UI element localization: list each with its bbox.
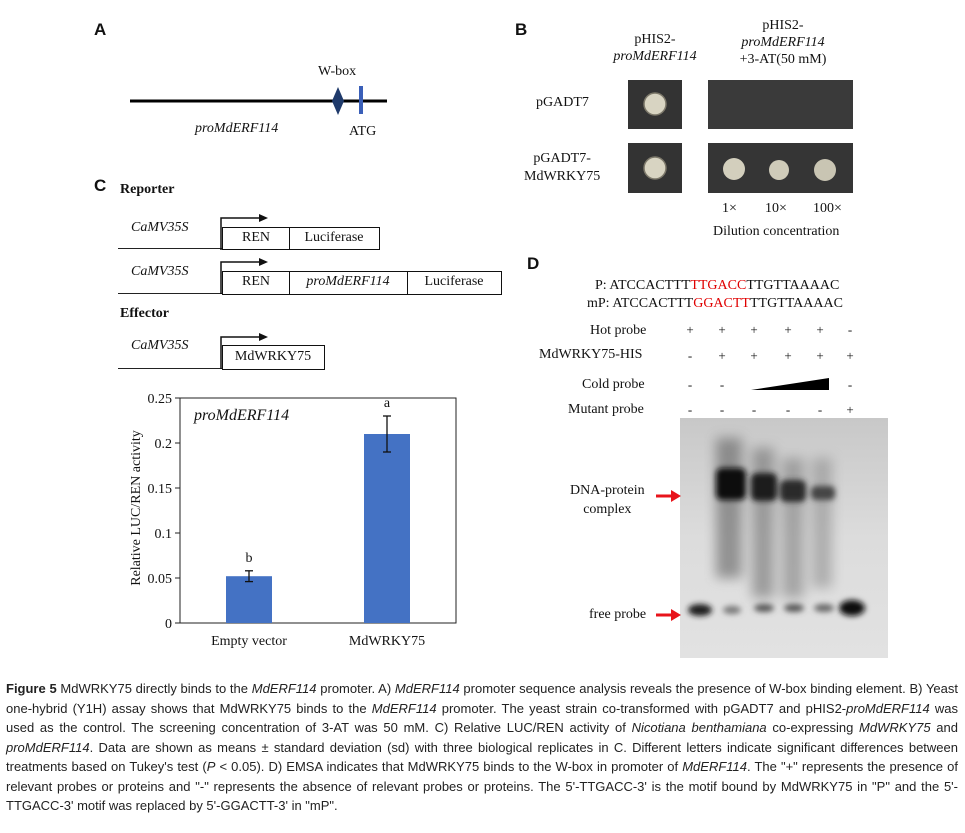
- wbox-label: W-box: [318, 64, 357, 79]
- dilution-100x: 100×: [813, 201, 842, 216]
- lane-mark: +: [750, 348, 758, 363]
- row-label-protein: MdWRKY75-HIS: [539, 347, 643, 362]
- camv35s-label: CaMV35S: [131, 264, 189, 279]
- category-label: Empty vector: [211, 634, 287, 649]
- promoter-arrow-icon: [220, 214, 268, 250]
- row-label-cold-probe: Cold probe: [582, 377, 645, 392]
- y-tick-label: 0.1: [155, 527, 173, 542]
- y1h-plate-control-row1: [628, 80, 682, 129]
- promoter-schematic: [130, 86, 387, 115]
- cold-probe-gradient-wedge: [751, 378, 829, 390]
- lane-mark: +: [816, 348, 824, 363]
- panel-c-label: C: [94, 176, 107, 195]
- lane-mark: -: [751, 402, 757, 417]
- camv35s-label: CaMV35S: [131, 220, 189, 235]
- complex-arrow-icon: [656, 490, 681, 502]
- y-tick-label: 0.15: [148, 482, 173, 497]
- y1h-col1-header: pHIS2- proMdERF114: [613, 32, 697, 64]
- free-probe-label: free probe: [589, 607, 647, 622]
- free-probe-arrow-icon: [656, 609, 681, 621]
- lane-mark: +: [686, 322, 694, 337]
- y1h-plate-control-row2: [628, 143, 682, 193]
- luciferase-box: Luciferase: [304, 230, 364, 245]
- row-label-mutant-probe: Mutant probe: [568, 402, 644, 417]
- bar: [226, 576, 272, 623]
- complex-label: DNA-protein complex: [570, 483, 645, 517]
- ren-box: REN: [242, 274, 270, 289]
- lane-mark: -: [687, 402, 693, 417]
- effector-construct: MdWRKY75: [222, 345, 325, 370]
- y1h-plate-3at-row1: [708, 80, 853, 129]
- camv35s-label: CaMV35S: [131, 338, 189, 353]
- dilution-10x: 10×: [765, 201, 787, 216]
- y1h-row1-label: pGADT7: [536, 95, 589, 110]
- y1h-col2-header: pHIS2- proMdERF114 +3-AT(50 mM): [739, 18, 827, 67]
- lane-mark: -: [687, 348, 693, 363]
- lane-mark: -: [687, 377, 693, 392]
- mp-motif: GGACTT: [693, 296, 750, 311]
- atg-label: ATG: [349, 124, 377, 139]
- promoter-label: proMdERF114: [195, 121, 279, 136]
- panel-b-label: B: [515, 20, 528, 39]
- reporter1-construct: REN Luciferase: [222, 227, 380, 250]
- significance-letter: a: [384, 396, 391, 411]
- lane-mark: +: [784, 348, 792, 363]
- dilution-1x: 1×: [722, 201, 737, 216]
- figure-caption: Figure 5 MdWRKY75 directly binds to the …: [6, 681, 958, 813]
- y1h-plate-3at-row2: [708, 143, 853, 193]
- panel-a-label: A: [94, 20, 107, 39]
- y-tick-label: 0.25: [148, 392, 173, 407]
- lane-mark: -: [817, 402, 823, 417]
- lane-mark: +: [846, 402, 854, 417]
- lane-mark: +: [816, 322, 824, 337]
- luciferase-box: Luciferase: [424, 274, 484, 289]
- promoter-box: proMdERF114: [306, 274, 390, 289]
- lane-mark: +: [846, 348, 854, 363]
- panel-d-label: D: [527, 254, 540, 273]
- reporter2-construct: REN proMdERF114 Luciferase: [222, 271, 502, 295]
- row-label-hot-probe: Hot probe: [590, 323, 647, 338]
- lane-mark: +: [750, 322, 758, 337]
- y1h-row2-label: pGADT7- MdWRKY75: [524, 151, 601, 184]
- probe-mp-sequence: mP: ATCCACTTTGGACTTTTGTTAAAAC: [587, 296, 843, 311]
- y-tick-label: 0.2: [155, 437, 173, 452]
- lane-mark: +: [718, 322, 726, 337]
- promoter-arrow-icon: [220, 333, 268, 369]
- wbox-diamond: [332, 87, 344, 115]
- y-tick-label: 0.05: [148, 572, 173, 587]
- lane-mark: -: [847, 322, 853, 337]
- plot-frame: [179, 397, 457, 624]
- category-label: MdWRKY75: [349, 634, 425, 649]
- p-motif: TTGACC: [690, 278, 747, 293]
- lane-mark: -: [719, 377, 725, 392]
- emsa-gel-image: [680, 418, 888, 658]
- significance-letter: b: [246, 551, 253, 566]
- lane-mark: -: [785, 402, 791, 417]
- effector-label: Effector: [120, 306, 169, 321]
- dilution-label: Dilution concentration: [713, 224, 840, 239]
- lane-mark: +: [784, 322, 792, 337]
- mdwrky75-box: MdWRKY75: [234, 349, 312, 364]
- atg-marker: [359, 86, 363, 114]
- promoter-arrow-icon: [220, 258, 268, 294]
- chart-title: proMdERF114: [193, 407, 289, 424]
- probe-p-sequence: P: ATCCACTTTTTGACCTTGTTAAAAC: [595, 278, 840, 293]
- bar: [364, 434, 410, 623]
- lane-mark: -: [847, 377, 853, 392]
- lane-mark: +: [718, 348, 726, 363]
- ren-box: REN: [242, 230, 270, 245]
- lane-mark: -: [719, 402, 725, 417]
- y-tick-label: 0: [165, 617, 172, 632]
- reporter-label: Reporter: [120, 182, 175, 197]
